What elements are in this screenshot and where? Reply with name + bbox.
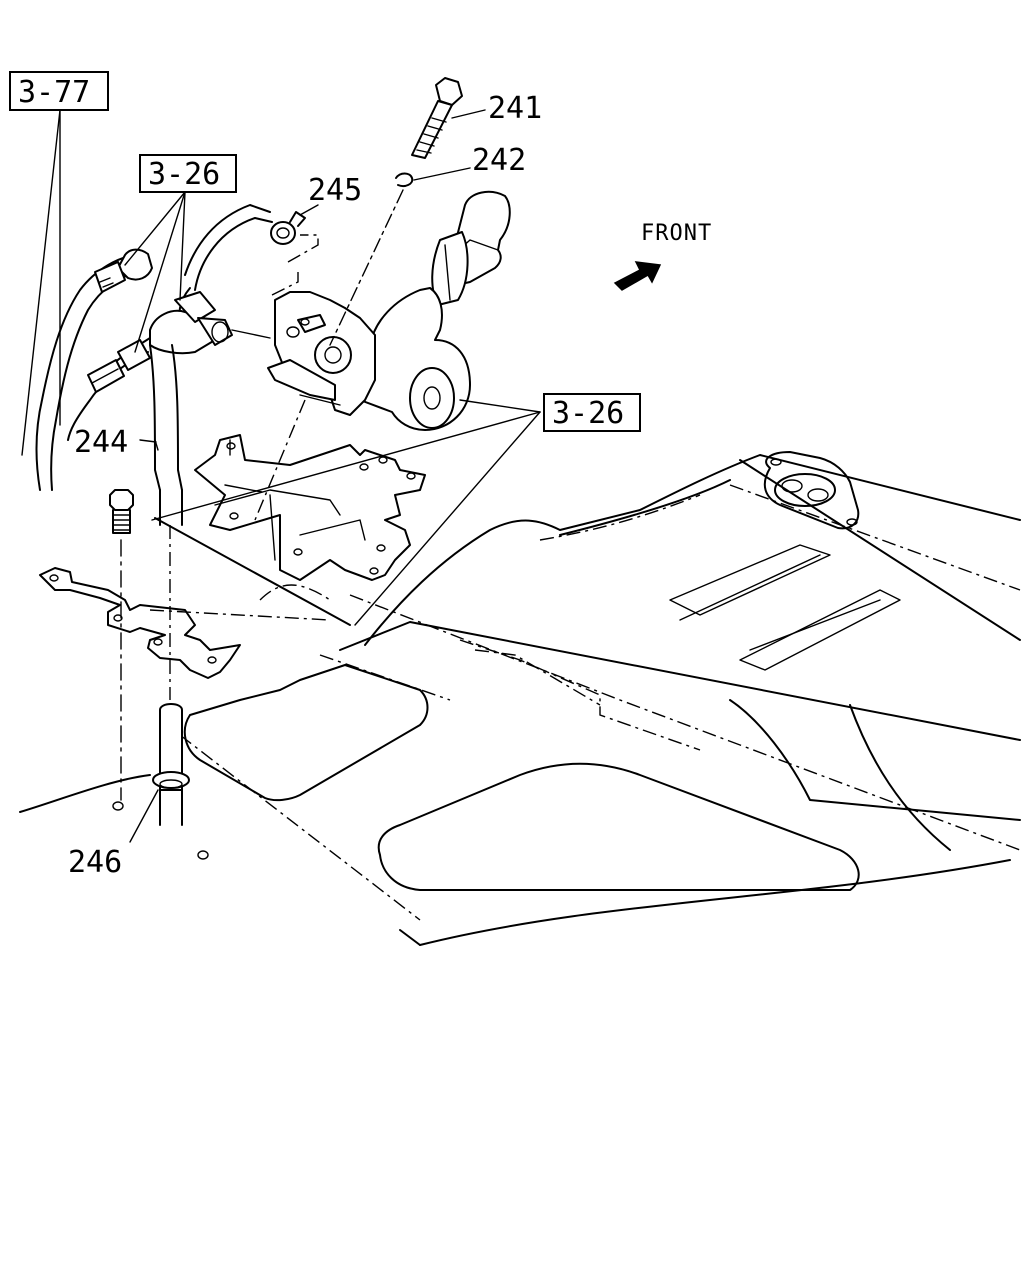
- gasket-plate: [763, 451, 860, 530]
- floor-panel: [19, 454, 1021, 946]
- ref-label-3-26-right: 3-26: [552, 396, 624, 431]
- leader-lines: [21, 109, 541, 843]
- ref-label-3-26-top: 3-26: [148, 157, 220, 192]
- hoses: [35, 204, 273, 826]
- bolt-left: [109, 489, 134, 801]
- callout-244: 244: [74, 425, 128, 460]
- ref-box-3-26-top: 3-26: [139, 154, 237, 193]
- callout-241: 241: [488, 91, 542, 126]
- bolt-241: [411, 77, 486, 159]
- ref-box-3-77: 3-77: [9, 71, 109, 111]
- callout-246: 246: [68, 845, 122, 880]
- hose-clamp-245: [270, 204, 319, 245]
- callout-242: 242: [472, 143, 526, 178]
- front-arrow-icon: [613, 261, 662, 291]
- ref-label-3-77: 3-77: [18, 75, 90, 110]
- front-direction-indicator: FRONT: [613, 221, 712, 291]
- shift-lever-bracket: [154, 434, 426, 626]
- washer-242: [329, 167, 471, 346]
- shift-lever-assembly: [254, 190, 511, 601]
- lower-bracket: [39, 567, 241, 679]
- ref-box-3-26-right: 3-26: [543, 393, 641, 432]
- callout-245: 245: [308, 173, 362, 208]
- front-label: FRONT: [641, 221, 712, 246]
